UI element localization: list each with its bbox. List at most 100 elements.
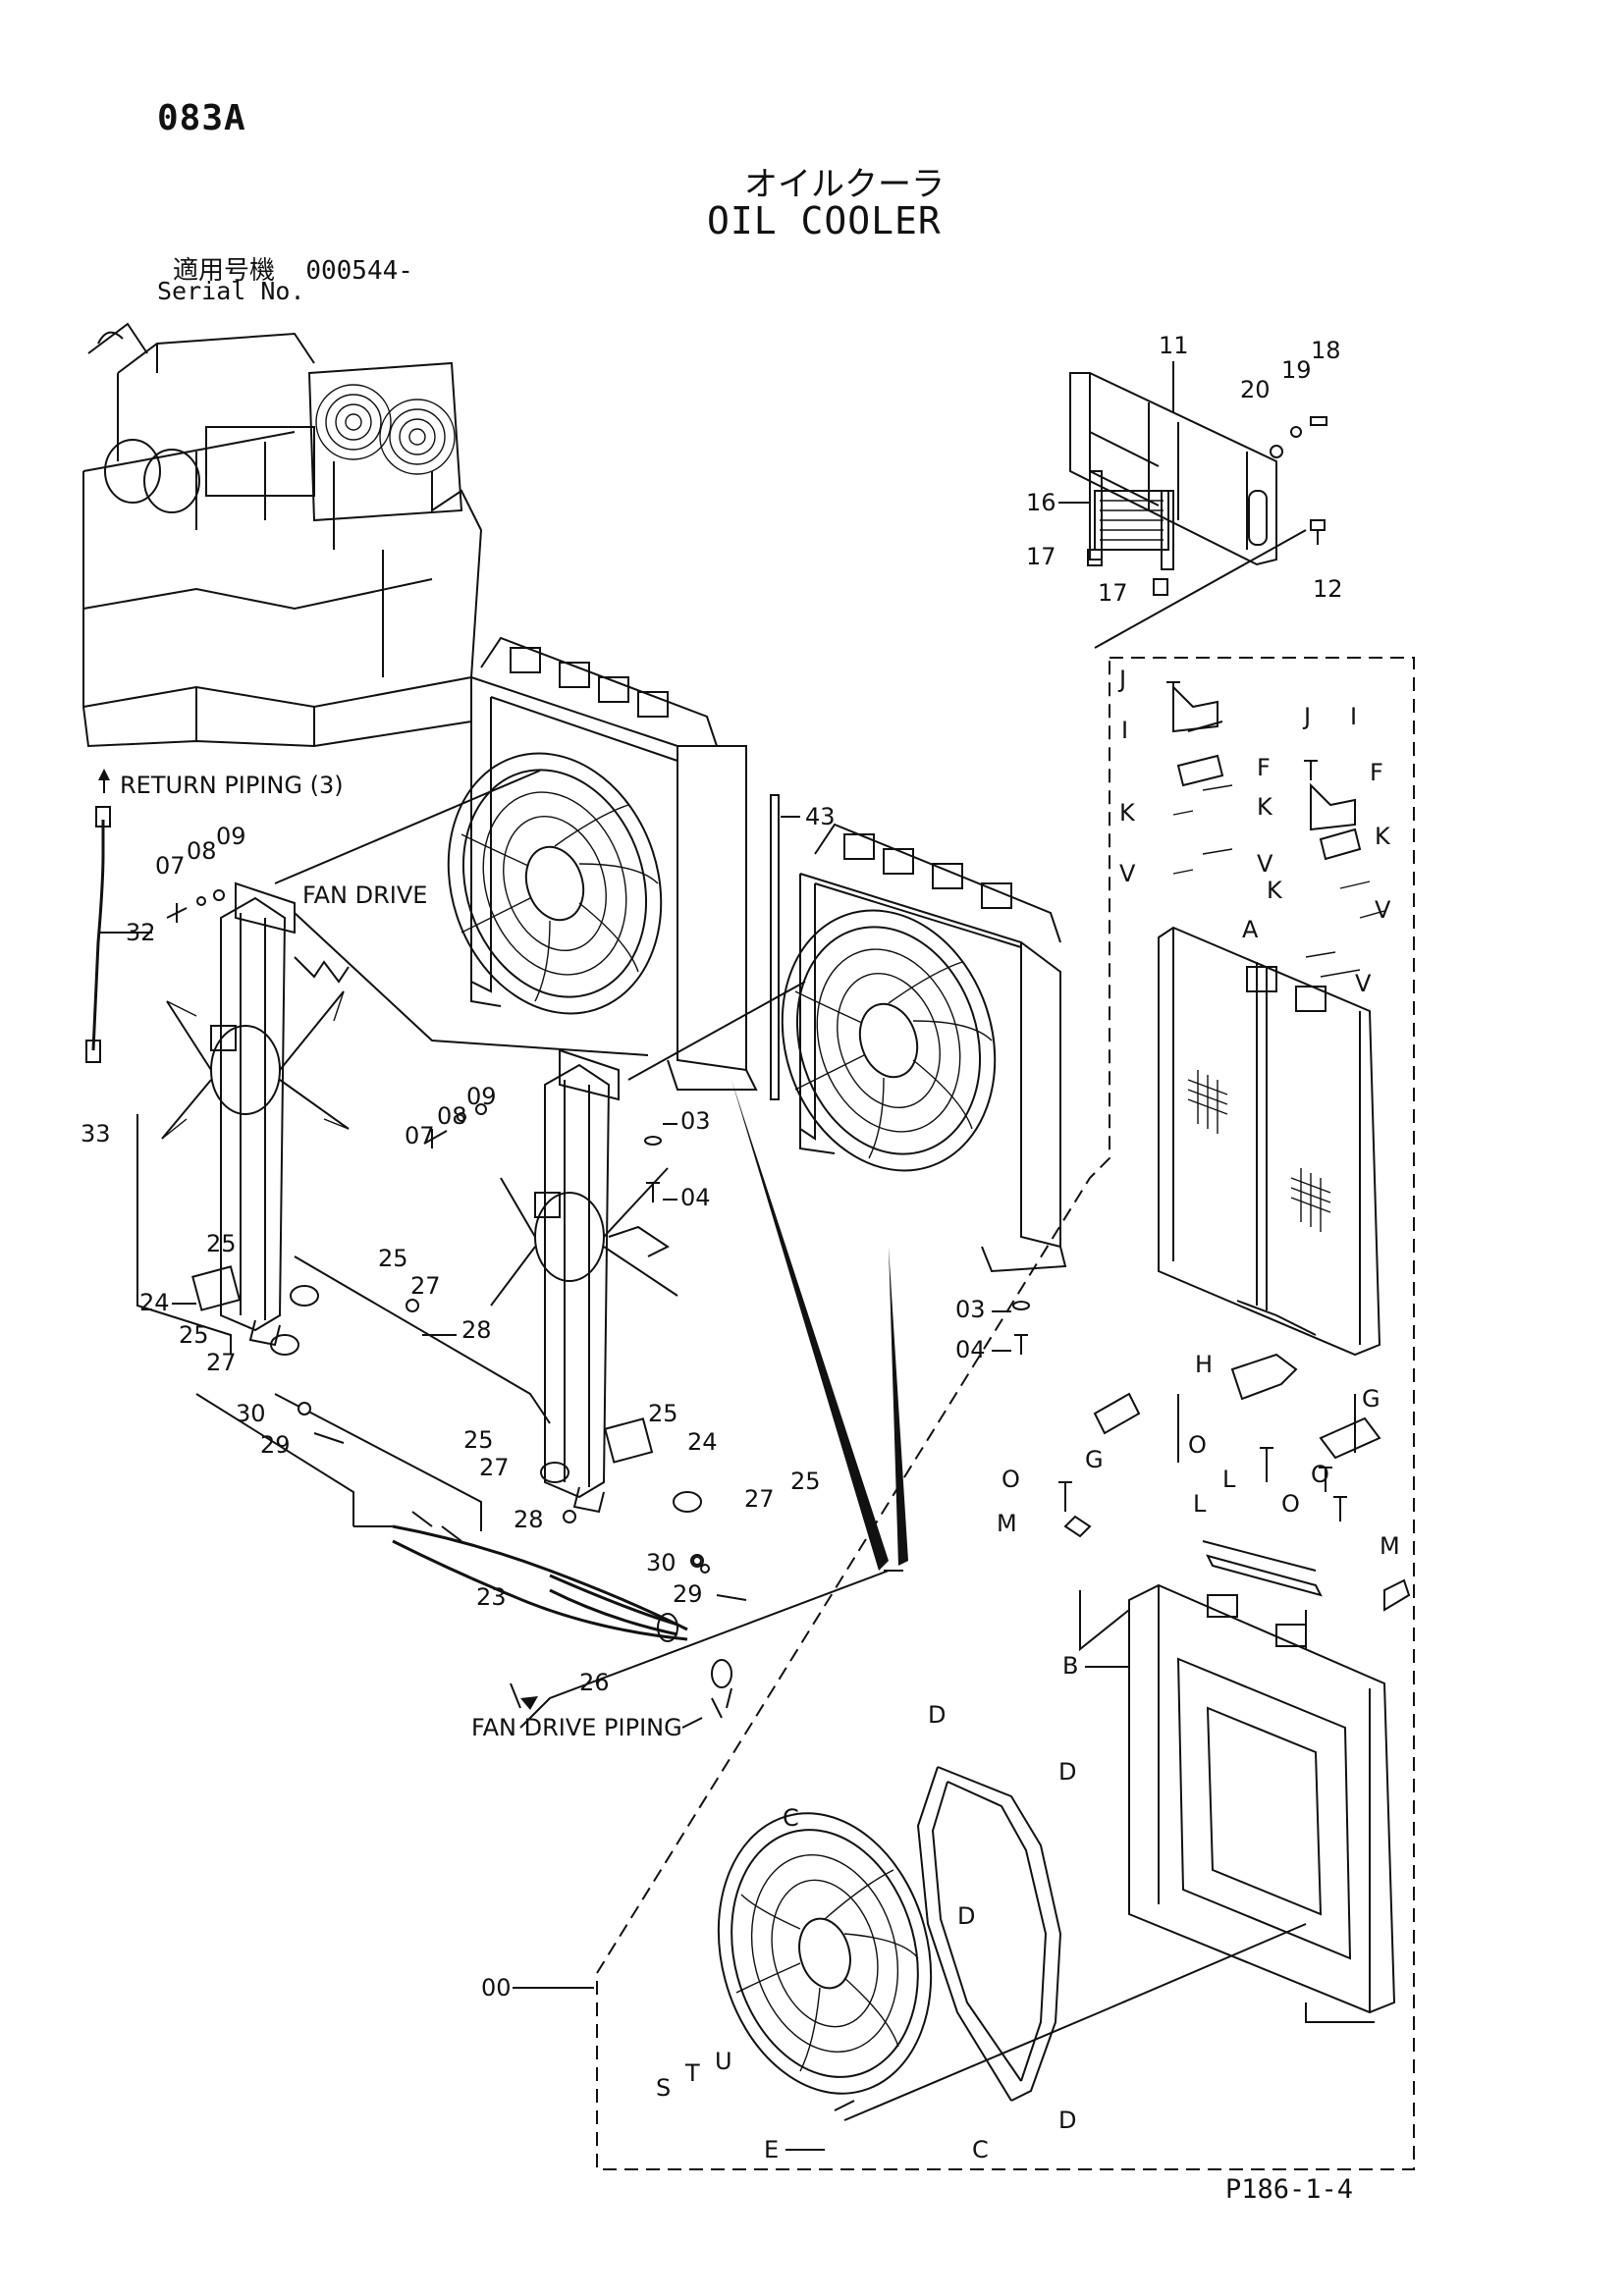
part-number-29-label: 29: [260, 1431, 291, 1459]
part-letter-V-label: V: [1355, 970, 1372, 997]
part-letter-I-label: I: [1350, 703, 1357, 730]
oil-cooler-assembly-upper: [447, 636, 758, 1091]
serial-label-jp: 適用号機: [173, 256, 276, 286]
part-number-25-label: 25: [179, 1321, 209, 1349]
part-number-26-label: 26: [579, 1669, 610, 1696]
page-title: OIL COOLER: [707, 199, 942, 242]
part-number-03-label: 03: [955, 1296, 986, 1323]
part-number-11-label: 11: [1159, 332, 1189, 359]
part-number-25-label: 25: [648, 1400, 678, 1427]
part-letter-V-label: V: [1119, 860, 1136, 887]
part-letter-K-label: K: [1257, 793, 1273, 821]
part-letter-D-label: D: [1058, 1758, 1076, 1786]
part-number-24-label: 24: [687, 1428, 718, 1456]
return-piping-label: RETURN PIPING (3): [120, 772, 344, 799]
part-number-30-label: 30: [646, 1549, 677, 1576]
part-letter-U-label: U: [715, 2048, 732, 2075]
bracket-parts: [1063, 684, 1411, 1652]
part-letter-O-label: O: [1188, 1431, 1207, 1459]
part-number-03-label: 03: [680, 1107, 711, 1135]
part-letter-B-label: B: [1062, 1652, 1078, 1680]
fan-drive-assembly-1: [161, 881, 350, 1347]
part-letter-K-label: K: [1267, 877, 1283, 904]
part-number-12-label: 12: [1313, 575, 1343, 603]
fan-guard: [717, 1812, 933, 2095]
radiator-core: [1158, 926, 1381, 1357]
part-letter-A-label: A: [1242, 916, 1259, 943]
part-letter-O-label: O: [1001, 1466, 1020, 1493]
part-letter-O-label: O: [1281, 1490, 1300, 1518]
oil-cooler-assembly-lower: [770, 794, 1067, 1273]
part-number-16-label: 16: [1026, 489, 1056, 516]
part-number-28-label: 28: [461, 1316, 492, 1344]
part-number-04-label: 04: [955, 1336, 986, 1363]
part-letter-D-label: D: [1058, 2107, 1076, 2134]
part-number-27-label: 27: [744, 1485, 775, 1513]
part-number-09-label: 09: [216, 823, 246, 850]
hoses: [85, 806, 732, 1688]
part-letter-V-label: V: [1257, 850, 1273, 878]
part-letter-D-label: D: [957, 1902, 975, 1930]
part-letter-C-label: C: [972, 2136, 989, 2163]
part-number-33-label: 33: [81, 1120, 111, 1148]
part-letter-L-label: L: [1193, 1490, 1207, 1518]
part-number-08-label: 08: [437, 1102, 467, 1130]
part-letter-J-label: J: [1302, 703, 1311, 730]
part-number-28-label: 28: [514, 1506, 544, 1533]
part-number-07-label: 07: [155, 852, 186, 880]
part-letter-L-label: L: [1222, 1466, 1236, 1493]
part-number-23-label: 23: [476, 1583, 507, 1611]
kit-boundary: [596, 657, 1415, 2170]
shroud-frame: [1128, 1583, 1396, 2023]
part-number-43-label: 43: [805, 803, 836, 830]
part-letter-F-label: F: [1370, 759, 1383, 786]
part-number-07-label: 07: [405, 1122, 435, 1149]
part-number-25-label: 25: [463, 1426, 494, 1454]
part-letter-F-label: F: [1257, 754, 1271, 781]
part-number-25-label: 25: [206, 1230, 237, 1257]
part-number-18-label: 18: [1311, 337, 1341, 364]
part-letter-H-label: H: [1195, 1351, 1213, 1378]
serial-label: Serial No.: [157, 277, 305, 305]
part-number-00-label: 00: [481, 1974, 512, 2002]
part-number-30-label: 30: [236, 1400, 266, 1427]
part-number-20-label: 20: [1240, 376, 1271, 403]
part-letter-G-label: G: [1362, 1385, 1380, 1413]
part-number-19-label: 19: [1281, 356, 1312, 384]
part-number-17-label: 17: [1026, 543, 1056, 570]
part-number-09-label: 09: [466, 1083, 497, 1110]
part-letter-C-label: C: [783, 1804, 799, 1832]
part-number-29-label: 29: [673, 1580, 703, 1608]
serial-line-japanese: 適用号機 000544-: [173, 250, 413, 287]
small-oil-cooler: [1069, 372, 1327, 596]
part-number-17-label: 17: [1098, 579, 1128, 607]
part-letter-D-label: D: [928, 1701, 946, 1729]
machine-overview: [82, 322, 483, 748]
part-letter-K-label: K: [1375, 823, 1391, 850]
part-letter-I-label: I: [1121, 717, 1128, 744]
part-number-27-label: 27: [410, 1272, 441, 1300]
part-number-27-label: 27: [479, 1454, 510, 1481]
part-letter-M-label: M: [997, 1510, 1017, 1537]
part-number-08-label: 08: [187, 837, 217, 865]
part-letter-J-label: J: [1117, 666, 1126, 693]
hardware: [166, 681, 1347, 2111]
part-letter-M-label: M: [1380, 1532, 1400, 1560]
fan-drive-label: FAN DRIVE: [302, 881, 427, 909]
part-letter-G-label: G: [1085, 1446, 1104, 1473]
part-number-04-label: 04: [680, 1184, 711, 1211]
part-letter-O-label: O: [1311, 1461, 1329, 1488]
fan-drive-piping-label: FAN DRIVE PIPING: [471, 1714, 682, 1741]
part-letter-T-label: T: [684, 2059, 700, 2087]
shroud-gasket: [916, 1766, 1062, 2102]
serial-range: 000544-: [305, 256, 413, 286]
part-number-25-label: 25: [790, 1468, 821, 1495]
part-labels: RETURN PIPING (3) FAN DRIVE FAN DRIVE PI…: [81, 332, 1400, 2163]
part-number-27-label: 27: [206, 1349, 237, 1376]
page-reference: P186-1-4: [1225, 2174, 1354, 2205]
fan-drive-assembly-2: [490, 1048, 678, 1514]
part-letter-E-label: E: [764, 2136, 779, 2163]
title-japanese: オイルクーラ: [744, 165, 945, 204]
part-letter-K-label: K: [1119, 799, 1136, 827]
